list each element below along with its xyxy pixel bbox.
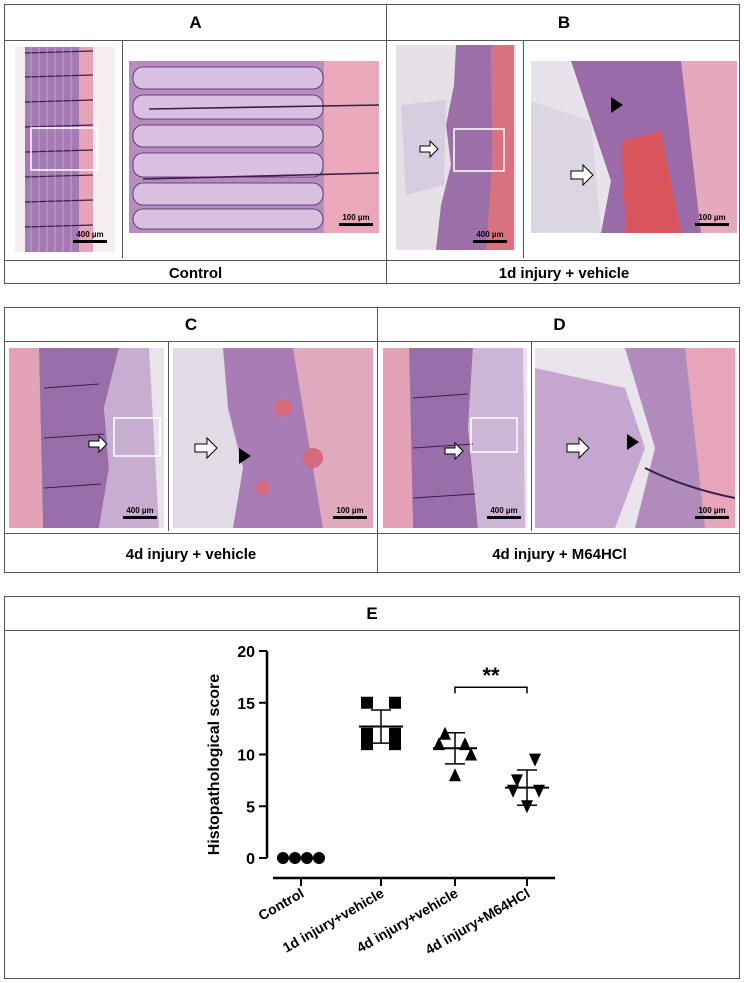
data-point-square xyxy=(389,738,401,751)
panel-b-caption: 1d injury + vehicle xyxy=(498,264,630,282)
data-point-triangle-up xyxy=(465,747,477,761)
data-point-circle xyxy=(313,852,325,864)
data-point-triangle-down xyxy=(529,753,541,767)
y-tick-label: 0 xyxy=(246,851,255,868)
data-point-square xyxy=(389,696,401,709)
panel-a-label: A xyxy=(189,13,202,32)
panel-c-scale-400: 400 µm xyxy=(123,506,157,519)
panel-a-scale-400: 400 µm xyxy=(73,230,107,243)
panel-a-caption: Control xyxy=(168,264,223,282)
panel-a-high-mag-image xyxy=(129,61,379,233)
data-point-triangle-up xyxy=(433,737,445,751)
panel-d-low-mag-image xyxy=(383,348,527,528)
data-point-circle xyxy=(289,852,301,864)
data-point-triangle-down xyxy=(507,784,519,798)
panel-c-low-mag-image xyxy=(9,348,164,528)
data-point-square xyxy=(389,727,401,740)
data-point-triangle-up xyxy=(459,737,471,751)
panel-ab-box: A B Control 1d injury + vehicle 400 µm xyxy=(4,4,740,284)
panel-e-label: E xyxy=(366,604,378,623)
panel-b-label: B xyxy=(557,13,571,32)
panel-b-scale-100: 100 µm xyxy=(695,213,729,226)
data-point-triangle-down xyxy=(533,784,545,798)
y-tick-label: 15 xyxy=(237,696,255,713)
data-point-circle xyxy=(301,852,313,864)
panel-c-caption: 4d injury + vehicle xyxy=(125,545,257,563)
panel-d-label: D xyxy=(553,315,566,334)
x-tick-label: Control xyxy=(255,885,306,924)
panel-c-high-mag-image xyxy=(173,348,373,528)
panel-d-high-mag-image xyxy=(535,348,735,528)
data-point-square xyxy=(361,727,373,740)
panel-d-scale-400: 400 µm xyxy=(487,506,521,519)
data-point-triangle-down xyxy=(521,800,533,814)
data-point-triangle-up xyxy=(449,768,461,782)
data-point-triangle-up xyxy=(439,726,451,740)
y-tick-label: 20 xyxy=(237,644,255,661)
panel-b-high-mag-image xyxy=(531,61,737,233)
panel-b-scale-400: 400 µm xyxy=(473,230,507,243)
panel-a-scale-100: 100 µm xyxy=(339,213,373,226)
significance-label: ** xyxy=(482,663,500,688)
panel-b-low-mag-image xyxy=(396,45,516,250)
panel-a-low-mag-image xyxy=(15,47,115,252)
panel-d-scale-100: 100 µm xyxy=(695,506,729,519)
y-tick-label: 5 xyxy=(246,799,255,816)
panel-d-caption: 4d injury + M64HCl xyxy=(492,545,627,563)
data-point-triangle-down xyxy=(511,774,523,788)
panel-cd-box: C D 4d injury + vehicle 4d injury + M64H… xyxy=(4,307,740,573)
panel-c-label: C xyxy=(184,315,198,334)
y-axis-label: Histopathological score xyxy=(206,674,223,855)
data-point-square xyxy=(361,738,373,751)
data-point-square xyxy=(361,696,373,709)
panel-c-scale-100: 100 µm xyxy=(333,506,367,519)
y-tick-label: 10 xyxy=(237,748,255,765)
data-point-circle xyxy=(277,852,289,864)
significance-bracket xyxy=(454,686,528,694)
